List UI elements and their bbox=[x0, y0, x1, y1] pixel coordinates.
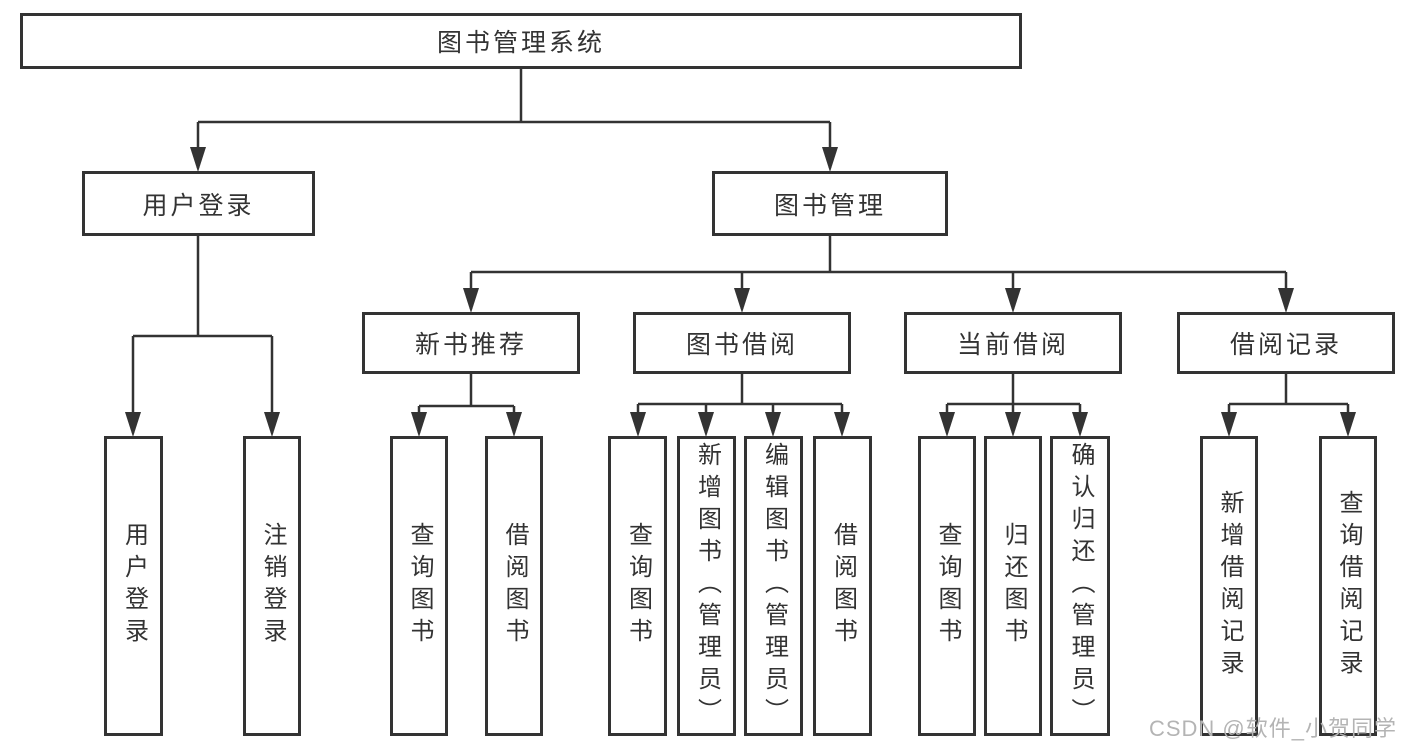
node-root-system: 图书管理系统 bbox=[20, 13, 1022, 69]
leaf-label: 查询借阅记录 bbox=[1335, 490, 1362, 682]
leaf-label: 归还图书 bbox=[1000, 522, 1027, 650]
leaf-add-book-admin: 新增图书（管理员） bbox=[677, 436, 736, 736]
leaf-label: 借阅图书 bbox=[501, 522, 528, 650]
leaf-label: 查询图书 bbox=[934, 522, 961, 650]
leaf-label: 新增图书（管理员） bbox=[693, 442, 721, 730]
node-current-borrowing: 当前借阅 bbox=[904, 312, 1122, 374]
leaf-add-borrow-record: 新增借阅记录 bbox=[1200, 436, 1258, 736]
leaf-edit-book-admin: 编辑图书（管理员） bbox=[744, 436, 803, 736]
leaf-user-login: 用户登录 bbox=[104, 436, 163, 736]
node-user-login-branch: 用户登录 bbox=[82, 171, 315, 236]
leaf-label: 确认归还（管理员） bbox=[1067, 442, 1094, 730]
leaf-return-books: 归还图书 bbox=[984, 436, 1042, 736]
leaf-query-borrow-record: 查询借阅记录 bbox=[1319, 436, 1377, 736]
leaf-label: 新增借阅记录 bbox=[1216, 490, 1243, 682]
node-book-management: 图书管理 bbox=[712, 171, 948, 236]
leaf-borrow-books-1: 借阅图书 bbox=[485, 436, 543, 736]
node-book-borrowing: 图书借阅 bbox=[633, 312, 851, 374]
node-new-book-recommend: 新书推荐 bbox=[362, 312, 580, 374]
arrowheads bbox=[125, 147, 1356, 437]
leaf-logout: 注销登录 bbox=[243, 436, 301, 736]
leaf-query-books-2: 查询图书 bbox=[608, 436, 667, 736]
leaf-label: 查询图书 bbox=[406, 522, 433, 650]
leaf-borrow-books-2: 借阅图书 bbox=[813, 436, 872, 736]
leaf-label: 编辑图书（管理员） bbox=[760, 442, 788, 730]
leaf-confirm-return-admin: 确认归还（管理员） bbox=[1050, 436, 1110, 736]
node-borrowing-records: 借阅记录 bbox=[1177, 312, 1395, 374]
leaf-label: 注销登录 bbox=[259, 522, 286, 650]
leaf-label: 用户登录 bbox=[120, 522, 148, 650]
leaf-query-books-3: 查询图书 bbox=[918, 436, 976, 736]
csdn-watermark: CSDN @软件_小贺同学 bbox=[1148, 716, 1397, 741]
leaf-label: 查询图书 bbox=[624, 522, 652, 650]
leaf-query-books-1: 查询图书 bbox=[390, 436, 448, 736]
leaf-label: 借阅图书 bbox=[829, 522, 857, 650]
